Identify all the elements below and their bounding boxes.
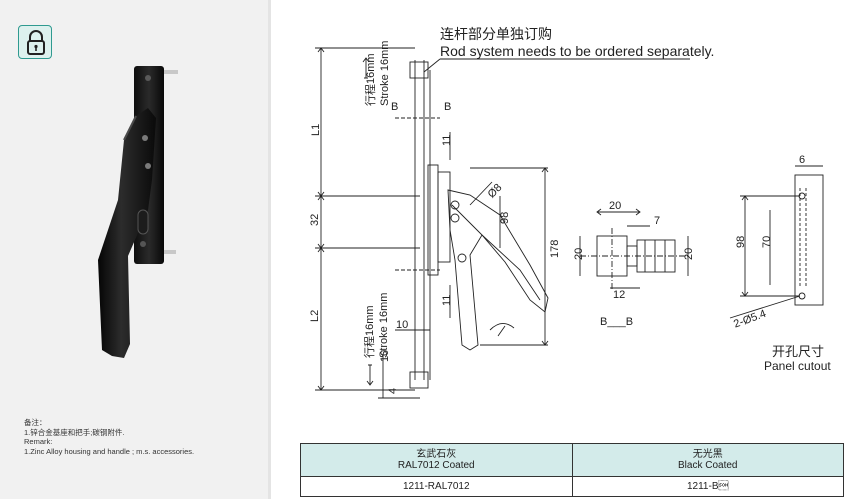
column-header-en: Black Coated [678,460,738,471]
finish-spec-table: 玄武石灰 RAL7012 Coated 无光黑 Black Coated 121… [300,443,844,497]
table-cell: 1211-RAL7012 [300,476,573,497]
section-dim-20-top: 20 [609,200,621,212]
table-cell: 1211-B [571,476,844,497]
stroke-top-cn: 行程16mm [364,53,377,106]
dim-11-top: 11 [441,135,453,146]
column-header-cn: 玄武石灰 [416,449,457,460]
dim-178: 178 [549,240,561,258]
section-dim-7: 7 [654,215,660,227]
column-header-cn: 无光黑 [692,449,723,460]
panel-cutout-en: Panel cutout [764,359,831,373]
cutout-dim-70: 70 [761,236,773,248]
technical-drawing: L1 32 L2 行程16mm Stroke 16mm 行程16mm Strok… [309,41,824,399]
table-row: 1211-RAL7012 1211-B [300,476,844,497]
stroke-bottom-en: Stroke 16mm [378,293,390,358]
dim-11-bottom: 11 [441,295,453,306]
cutout-dim-6: 6 [799,154,805,166]
remark-title-en: Remark: [24,437,53,446]
table-header-row: 玄武石灰 RAL7012 Coated 无光黑 Black Coated [300,443,844,477]
remark-block: 备注： 1.锌合金基座和把手;碳钢附件. Remark: 1.Zinc Allo… [24,418,194,456]
stroke-top-en: Stroke 16mm [379,41,391,106]
column-header: 玄武石灰 RAL7012 Coated [300,443,573,477]
cutout-dim-hole: 2-Ø5.4 [732,308,768,331]
dim-10-v: 10 [379,350,391,362]
column-header-en: RAL7012 Coated [397,460,475,471]
section-dim-20-left: 20 [573,248,585,260]
remark-line-cn: 1.锌合金基座和把手;碳钢附件. [24,427,125,437]
remark-title-cn: 备注： [24,418,47,427]
stroke-bottom-cn: 行程16mm [363,305,376,358]
rod-note-cn: 连杆部分单独订购 [440,26,552,42]
dim-l2: L2 [309,310,321,322]
lock-badge [18,25,52,59]
product-photo-panel: 备注： 1.锌合金基座和把手;碳钢附件. Remark: 1.Zinc Allo… [0,0,268,499]
dim-10-h: 10 [396,319,408,331]
padlock-icon [27,30,45,55]
dim-32: 32 [309,214,321,226]
remark-line-en: 1.Zinc Alloy housing and handle ; m.s. a… [24,446,195,456]
section-view-label: B___B [600,316,633,328]
dim-l1: L1 [310,124,322,136]
handle-product-photo [98,66,178,358]
section-mark-left: B [391,101,398,113]
dim-phi8: Ø8 [486,182,505,201]
section-mark-right: B [444,101,451,113]
cutout-dim-98: 98 [735,236,747,248]
rod-note-en: Rod system needs to be ordered separatel… [440,43,715,59]
column-header: 无光黑 Black Coated [571,443,844,477]
section-dim-20-right: 20 [683,248,695,260]
panel-divider [268,0,271,499]
panel-cutout-cn: 开孔尺寸 [772,344,825,359]
dim-4: 4 [387,388,399,394]
dim-98: 98 [499,212,511,224]
section-dim-12: 12 [613,289,625,301]
